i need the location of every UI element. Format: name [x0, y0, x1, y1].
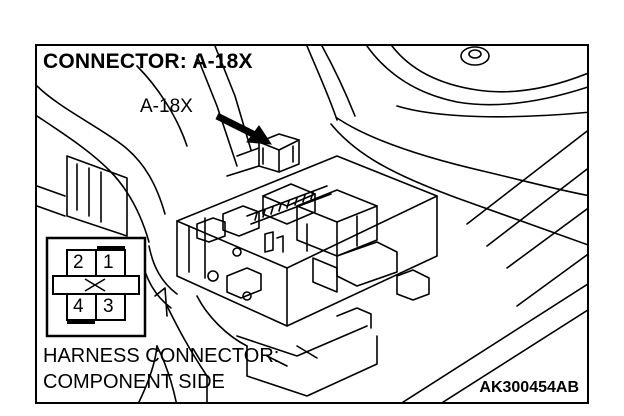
pin-4: 4 [73, 296, 84, 317]
pin-3: 3 [103, 296, 114, 317]
pin-1: 1 [103, 252, 114, 273]
figure-frame: CONNECTOR: A-18X A-18X 2 1 4 3 HARNESS C… [35, 44, 589, 404]
engine-bay-illustration [37, 46, 587, 402]
pinout-diagram [45, 236, 147, 338]
pin-2: 2 [73, 252, 84, 273]
callout-label: A-18X [140, 96, 193, 117]
caption-line-2: COMPONENT SIDE [43, 371, 225, 393]
connector-title: CONNECTOR: A-18X [43, 50, 253, 73]
caption-line-1: HARNESS CONNECTOR: [43, 345, 280, 367]
figure-code: AK300454AB [479, 379, 579, 396]
